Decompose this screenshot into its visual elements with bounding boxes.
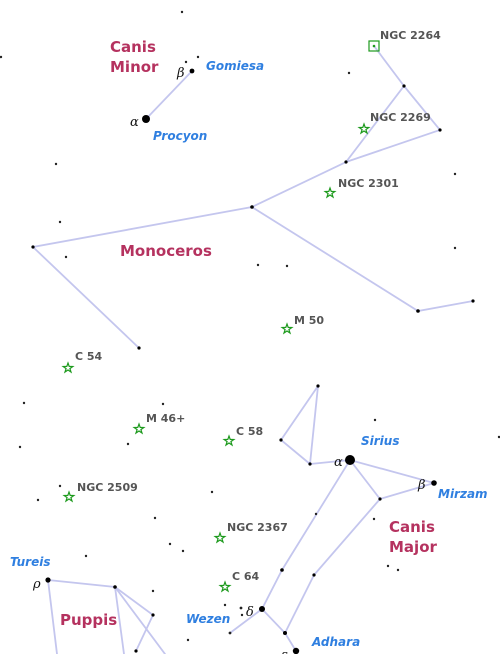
deep-sky-markers bbox=[61, 40, 380, 593]
star-name-sirius: Sirius bbox=[361, 434, 399, 448]
c-54-label: C 54 bbox=[75, 350, 103, 363]
star-mirzam bbox=[431, 480, 437, 486]
constellation-canis-major: Canis Major bbox=[389, 518, 440, 556]
m-46-icon bbox=[132, 422, 146, 435]
line-canis-minor bbox=[145, 70, 193, 120]
star-name-gomiesa: Gomiesa bbox=[206, 59, 264, 73]
star-mon-1 bbox=[402, 84, 406, 88]
line-puppis-inner bbox=[114, 586, 125, 654]
line-canis-major-head bbox=[279, 385, 351, 466]
c-64-icon bbox=[218, 580, 232, 593]
line-monoceros-ngc2264 bbox=[373, 45, 405, 87]
m-50-icon bbox=[280, 322, 294, 335]
star-name-mirzam: Mirzam bbox=[438, 487, 488, 501]
line-canis-major-leg bbox=[284, 498, 381, 634]
star-mon-3 bbox=[344, 160, 348, 164]
star-cma-4 bbox=[378, 497, 382, 501]
ngc-2367-icon bbox=[213, 531, 227, 544]
star-pup-2 bbox=[151, 613, 155, 617]
greek-beta-cmi: β bbox=[176, 66, 185, 81]
star-tureis bbox=[45, 577, 51, 583]
greek-rho-pup: ρ bbox=[32, 577, 41, 592]
star-gomiesa bbox=[189, 68, 195, 74]
star-mon-2 bbox=[438, 128, 442, 132]
star-cma-7 bbox=[283, 631, 287, 635]
star-name-procyon: Procyon bbox=[153, 129, 207, 143]
star-sirius bbox=[345, 455, 355, 465]
constellation-puppis: Puppis bbox=[60, 611, 117, 629]
line-monoceros-south bbox=[251, 206, 474, 312]
constellation-canis-minor: Canis Minor bbox=[110, 38, 161, 76]
star-mon-5 bbox=[31, 245, 35, 249]
star-cma-5 bbox=[280, 568, 284, 572]
star-cma-3 bbox=[308, 462, 312, 466]
star-mon-8 bbox=[137, 346, 141, 350]
m-46-label: M 46+ bbox=[146, 412, 185, 425]
ngc-2269-icon bbox=[357, 122, 371, 135]
c-54-icon bbox=[61, 361, 75, 374]
star-pup-1 bbox=[113, 585, 117, 589]
stars bbox=[31, 68, 475, 654]
ngc-2509-icon bbox=[62, 490, 76, 503]
line-puppis-west bbox=[47, 579, 58, 654]
star-pup-3 bbox=[134, 649, 138, 653]
ngc-2301-icon bbox=[323, 186, 337, 199]
line-canis-major-wezen bbox=[229, 608, 263, 634]
constellation-monoceros: Monoceros bbox=[120, 242, 212, 260]
star-mon-4 bbox=[250, 205, 254, 209]
star-names: Gomiesa Procyon Sirius Mirzam Tureis Wez… bbox=[10, 59, 488, 649]
greek-letters: β α α β ρ δ ε bbox=[32, 66, 426, 654]
deep-sky-labels: NGC 2264 NGC 2269 NGC 2301 M 50 C 54 M 4… bbox=[75, 29, 441, 583]
star-cma-1 bbox=[316, 384, 320, 388]
ngc-2269-label: NGC 2269 bbox=[370, 111, 431, 124]
star-mon-7 bbox=[471, 299, 475, 303]
star-cma-2 bbox=[279, 438, 283, 442]
star-cma-6 bbox=[312, 573, 316, 577]
ngc-2264-label: NGC 2264 bbox=[380, 29, 441, 42]
c-64-label: C 64 bbox=[232, 570, 260, 583]
greek-delta-cma: δ bbox=[246, 605, 254, 620]
constellation-names: Canis Minor Monoceros Canis Major Puppis bbox=[60, 38, 440, 629]
star-name-wezen: Wezen bbox=[186, 612, 230, 626]
greek-epsilon-cma: ε bbox=[281, 648, 288, 654]
star-mon-6 bbox=[416, 309, 420, 313]
star-procyon bbox=[142, 115, 150, 123]
star-wezen bbox=[259, 606, 265, 612]
line-puppis-mid bbox=[114, 586, 155, 652]
star-adhara bbox=[292, 647, 300, 654]
c-58-icon bbox=[222, 434, 236, 447]
star-name-tureis: Tureis bbox=[10, 555, 51, 569]
line-monoceros-west bbox=[31, 206, 253, 349]
greek-alpha-cmi: α bbox=[130, 115, 139, 130]
greek-alpha-cma: α bbox=[334, 455, 343, 470]
ngc-2264-icon bbox=[368, 40, 380, 52]
c-58-label: C 58 bbox=[236, 425, 263, 438]
ngc-2509-label: NGC 2509 bbox=[77, 481, 138, 494]
ngc-2301-label: NGC 2301 bbox=[338, 177, 399, 190]
greek-beta-cma: β bbox=[417, 478, 426, 493]
faint-stars bbox=[0, 10, 500, 642]
m-50-label: M 50 bbox=[294, 314, 324, 327]
ngc-2367-label: NGC 2367 bbox=[227, 521, 288, 534]
star-name-adhara: Adhara bbox=[311, 635, 360, 649]
